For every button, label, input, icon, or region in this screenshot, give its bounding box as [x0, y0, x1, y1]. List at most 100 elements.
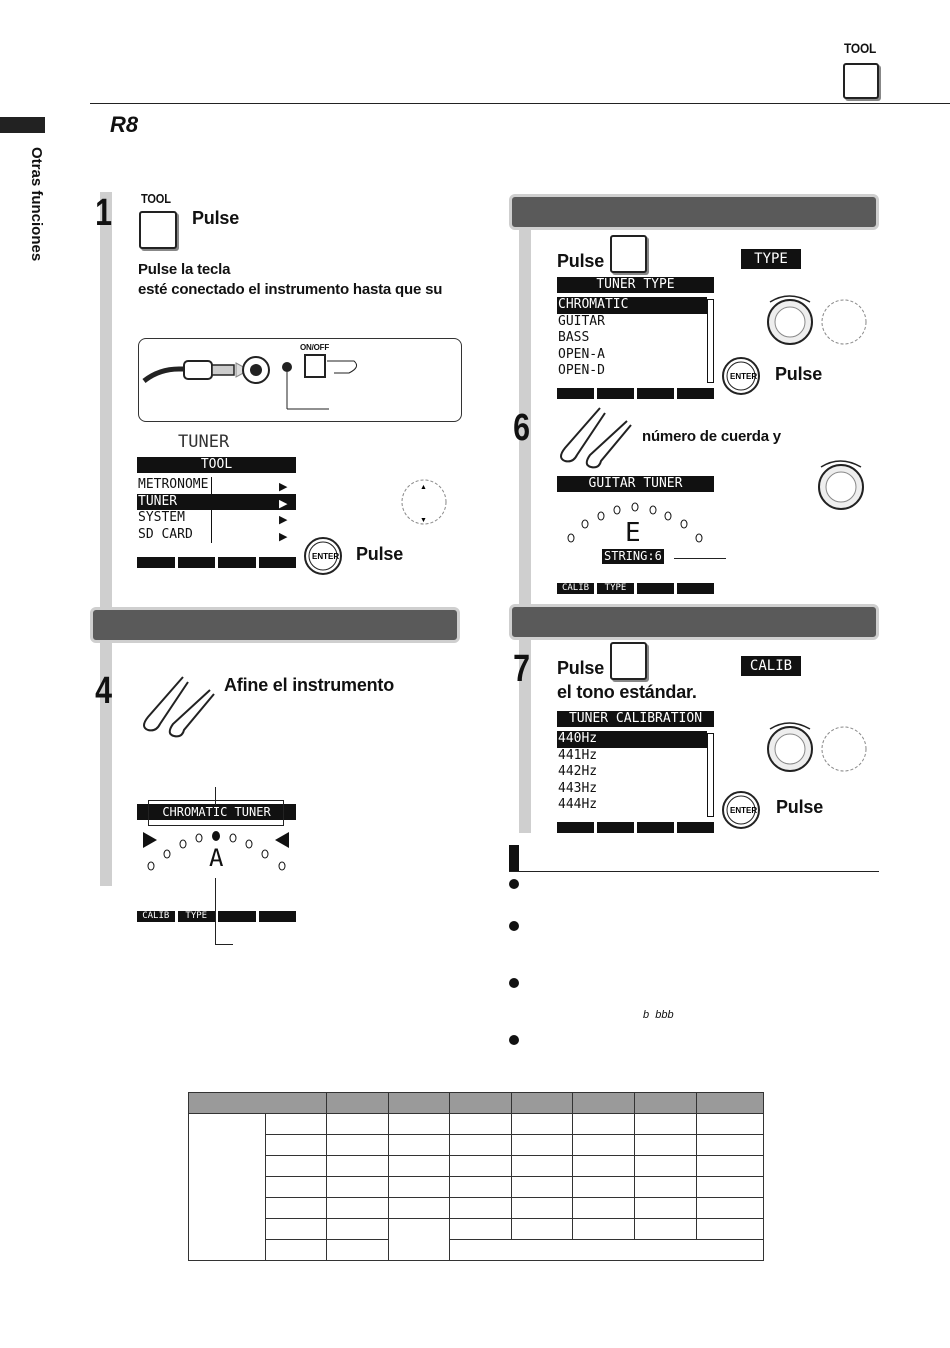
- step1-tool-label: TOOL: [141, 191, 171, 206]
- tool-menu-display: TOOL METRONOME TUNER SYSTEM SD CARD ▶▶▶▶: [137, 457, 296, 568]
- tuner-calibration-display: TUNER CALIBRATION 440Hz 441Hz 442Hz 443H…: [557, 711, 714, 833]
- enter-button-icon-3: ENTER: [722, 791, 762, 836]
- tuner-title: TUNER: [178, 432, 230, 452]
- fkey-type[interactable]: TYPE: [177, 911, 215, 922]
- right-step-rule: [519, 227, 531, 607]
- type-item-open-a[interactable]: OPEN-A: [558, 346, 605, 362]
- cursor-pad-icon: ▲▼: [400, 478, 448, 531]
- tuning-table: [188, 1092, 764, 1261]
- svg-text:ENTER: ENTER: [730, 806, 757, 815]
- tool-key-label: TOOL: [844, 40, 877, 56]
- bullet-icon: [509, 1035, 519, 1045]
- calib-item-444[interactable]: 444Hz: [558, 797, 598, 812]
- svg-text:▼: ▼: [420, 517, 427, 524]
- side-tab-label: Otras funciones: [28, 147, 45, 262]
- dial-icon-2: [815, 455, 875, 520]
- type-item-open-d[interactable]: OPEN-D: [558, 363, 605, 378]
- step1-pulse: Pulse: [192, 208, 240, 228]
- svg-text:ENTER: ENTER: [730, 372, 757, 381]
- type-scrollbar[interactable]: [707, 299, 714, 383]
- step7-pulse: Pulse: [557, 658, 605, 678]
- guitar-icon-2: [555, 403, 635, 476]
- menu-item-sd-card[interactable]: SD CARD: [138, 526, 193, 542]
- type-item-bass[interactable]: BASS: [558, 330, 590, 345]
- bullet-icon: [509, 978, 519, 988]
- submenu-arrow-icons: ▶▶▶▶: [279, 481, 288, 543]
- calib-scrollbar[interactable]: [707, 733, 714, 817]
- tool-menu-pulse: Pulse: [356, 544, 404, 564]
- header-rule: [90, 103, 950, 104]
- fkey-3[interactable]: [218, 911, 256, 922]
- tuner-meter: [137, 824, 296, 874]
- step7-text: el tono estándar.: [557, 682, 697, 702]
- notes-marker: [509, 845, 519, 872]
- step-7-number: 7: [513, 648, 531, 690]
- step6-text: número de cuerda y: [642, 428, 781, 445]
- left-step-rule: [100, 192, 112, 612]
- left-step-rule-2: [100, 642, 112, 886]
- right-section-bar-1: [509, 194, 879, 230]
- bullet-icon: [509, 879, 519, 889]
- step7-enter-pulse: Pulse: [776, 797, 824, 817]
- connection-illustration: [138, 338, 462, 422]
- calib-item-442[interactable]: 442Hz: [558, 764, 598, 779]
- step5-pulse: Pulse: [557, 251, 605, 271]
- svg-text:▲: ▲: [420, 484, 427, 491]
- dial-icon-3: [764, 717, 874, 782]
- step1-tool-button-icon: [139, 211, 177, 249]
- side-tab-marker: [0, 117, 45, 133]
- callout-line-3: [215, 944, 233, 945]
- callout-box: [148, 800, 284, 826]
- guitar-tuner-meter: [557, 498, 714, 553]
- step1-text-2: esté conectado el instrumento hasta que …: [138, 281, 443, 298]
- step-4-number: 4: [95, 670, 113, 712]
- guitar-note: E: [625, 518, 641, 548]
- fkey-calib-2[interactable]: CALIB: [557, 583, 594, 594]
- type-item-guitar[interactable]: GUITAR: [558, 313, 605, 329]
- step-6-number: 6: [513, 407, 531, 449]
- guitar-icon: [138, 672, 218, 745]
- callout-line: [215, 787, 216, 805]
- string-label: STRING:6: [602, 549, 664, 564]
- step4-text: Afine el instrumento: [224, 675, 395, 695]
- fkey-4b[interactable]: [677, 583, 714, 594]
- fkey-3b[interactable]: [637, 583, 674, 594]
- notes-rule: [509, 871, 879, 872]
- right-section-bar-2: [509, 604, 879, 640]
- step5-enter-pulse: Pulse: [775, 364, 823, 384]
- callout-line-2: [215, 878, 216, 944]
- chromatic-tuner-header: CHROMATIC TUNER: [137, 804, 296, 820]
- fkey-type-2[interactable]: TYPE: [597, 583, 634, 594]
- guitar-tuner-header: GUITAR TUNER: [557, 476, 714, 492]
- guitar-plug-icon: [142, 354, 358, 410]
- calib-badge: CALIB: [741, 656, 801, 676]
- calibration-header: TUNER CALIBRATION: [557, 711, 714, 727]
- menu-item-system[interactable]: SYSTEM: [138, 510, 185, 525]
- step5-key-icon: [610, 235, 647, 273]
- calib-item-440[interactable]: 440Hz: [557, 731, 707, 748]
- menu-item-tuner[interactable]: TUNER: [137, 493, 296, 510]
- calib-item-443[interactable]: 443Hz: [558, 780, 598, 796]
- model-logo: R8: [110, 112, 139, 137]
- onoff-label: ON/OFF: [300, 343, 330, 352]
- right-step-rule-2: [519, 637, 531, 833]
- tuner-type-display: TUNER TYPE CHROMATIC GUITAR BASS OPEN-A …: [557, 277, 714, 399]
- enter-button-icon: ENTER: [304, 537, 344, 582]
- string-callout: [674, 558, 726, 559]
- guitar-tuner-display: GUITAR TUNER E STRING:6 CALIB TYPE: [557, 476, 714, 596]
- tuner-type-header: TUNER TYPE: [557, 277, 714, 293]
- step-1-number: 1: [95, 192, 113, 234]
- left-section-bar: [90, 607, 460, 643]
- fkey-calib[interactable]: CALIB: [137, 911, 175, 922]
- step1-text-1: Pulse la tecla: [138, 261, 231, 278]
- calib-item-441[interactable]: 441Hz: [558, 747, 598, 763]
- fkey-4[interactable]: [258, 911, 296, 922]
- step7-key-icon: [610, 642, 647, 680]
- enter-button-icon-2: ENTER: [722, 357, 762, 402]
- chromatic-tuner-display: CHROMATIC TUNER A CALIB TYPE: [137, 804, 296, 924]
- tool-key-icon: [843, 63, 879, 99]
- type-item-chromatic[interactable]: CHROMATIC: [557, 297, 707, 314]
- menu-item-metronome[interactable]: METRONOME: [138, 477, 209, 492]
- chromatic-note: A: [209, 844, 224, 872]
- svg-text:ENTER: ENTER: [312, 552, 339, 561]
